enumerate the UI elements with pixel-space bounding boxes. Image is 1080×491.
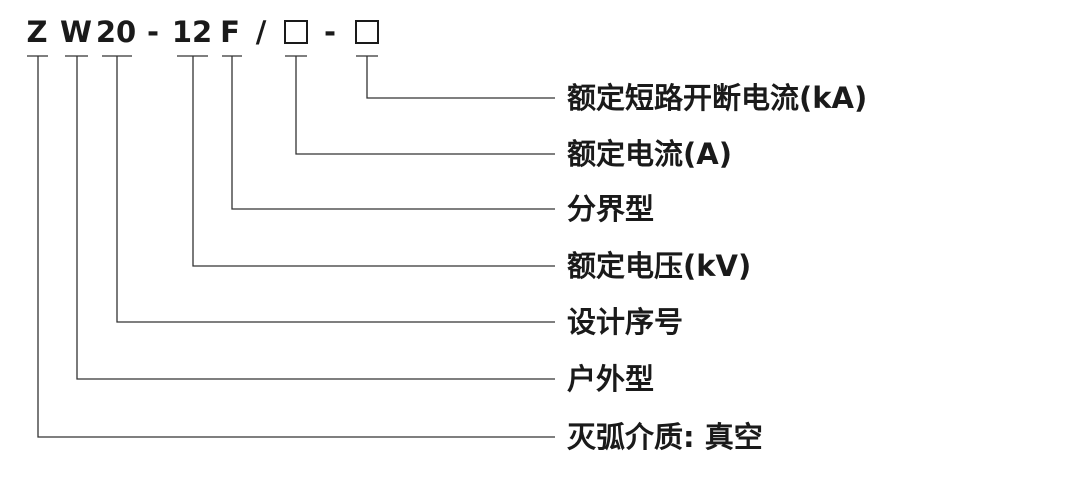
- leader-boundary-type: [231, 56, 555, 210]
- model-code: Z W 20 - 12 F / -: [26, 15, 379, 49]
- leader-arc-medium: [37, 56, 555, 438]
- code-dash-2: -: [324, 15, 336, 49]
- code-dash-1: -: [147, 15, 159, 49]
- desc-boundary-type: 分界型: [567, 192, 654, 226]
- leader-rated-voltage: [192, 56, 555, 267]
- code-char-f: F: [220, 15, 240, 49]
- desc-arc-extinguishing-medium: 灭弧介质: 真空: [567, 420, 763, 454]
- code-placeholder-box-1: [284, 20, 308, 44]
- code-char-20: 20: [96, 15, 136, 49]
- code-slash: /: [256, 15, 267, 49]
- desc-short-circuit-breaking-current: 额定短路开断电流(kA): [567, 81, 867, 115]
- code-placeholder-box-2: [355, 20, 379, 44]
- leader-outdoor-type: [76, 56, 555, 380]
- desc-rated-voltage: 额定电压(kV): [567, 249, 751, 283]
- leader-rated-current: [295, 56, 555, 155]
- leader-short-circuit-current: [366, 56, 555, 99]
- leader-lines: [37, 56, 555, 438]
- code-char-z: Z: [26, 15, 47, 49]
- code-char-12: 12: [172, 15, 212, 49]
- leader-design-number: [116, 56, 555, 323]
- code-char-w: W: [60, 15, 92, 49]
- desc-outdoor-type: 户外型: [567, 362, 654, 396]
- desc-rated-current: 额定电流(A): [567, 137, 732, 171]
- descriptions: 额定短路开断电流(kA) 额定电流(A) 分界型 额定电压(kV) 设计序号 户…: [567, 81, 867, 454]
- desc-design-number: 设计序号: [567, 305, 683, 339]
